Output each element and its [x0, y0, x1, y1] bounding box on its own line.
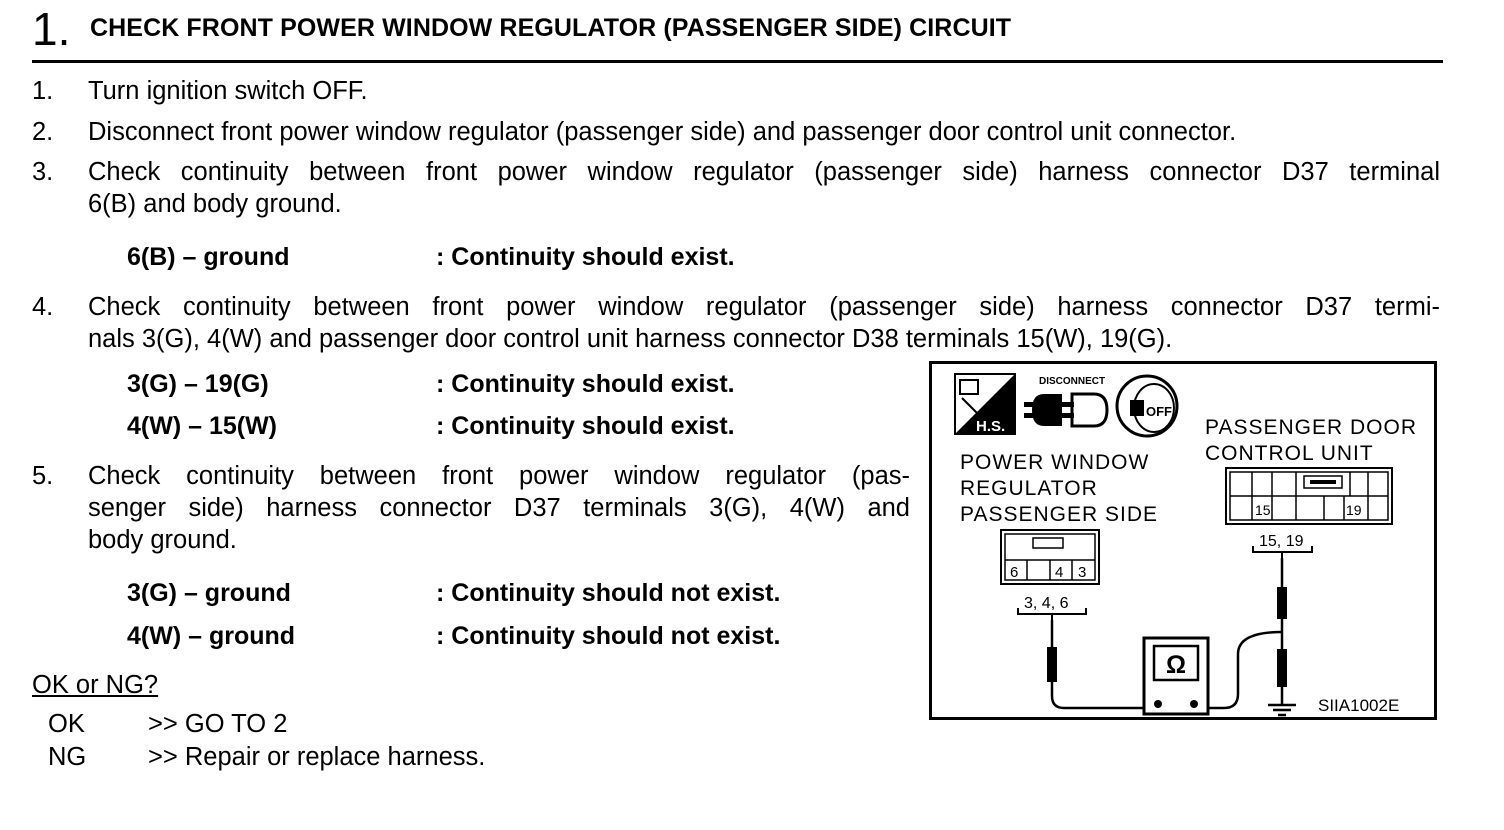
- terminal-label: 15: [1255, 502, 1271, 518]
- spec-term: 4(W) – 15(W): [127, 412, 277, 440]
- harness-side-icon: H.S.: [954, 373, 1016, 435]
- item-text: Check continuity between front power win…: [88, 293, 1440, 321]
- item-text: Turn ignition switch OFF.: [88, 77, 368, 105]
- off-label: OFF: [1146, 404, 1172, 419]
- left-probe-lead: [1047, 620, 1158, 710]
- item-number: 3.: [32, 158, 54, 186]
- decision-question: OK or NG?: [32, 671, 159, 699]
- wiring-diagram-svg: H.S. DISCONNECT OFF POWER WINDOW REGULAT…: [954, 373, 1417, 717]
- right-probe-label: 15, 19: [1259, 533, 1304, 550]
- spec-term: 6(B) – ground: [127, 243, 290, 271]
- right-probe-lead: [1194, 558, 1287, 710]
- terminal-label: 4: [1055, 564, 1063, 581]
- terminal-label: 19: [1346, 502, 1362, 518]
- spec-result: : Continuity should not exist.: [436, 579, 781, 607]
- header-rule: [32, 60, 1443, 63]
- spec-result: : Continuity should not exist.: [436, 622, 781, 650]
- left-connector-title-line: PASSENGER SIDE: [960, 503, 1158, 526]
- item-number: 1.: [32, 77, 54, 105]
- disconnect-icon: DISCONNECT: [1024, 376, 1109, 428]
- hs-label: H.S.: [976, 418, 1005, 435]
- left-probe-bracket: [1017, 608, 1087, 620]
- ng-label: NG: [48, 743, 87, 771]
- step-number: 1.: [32, 3, 71, 55]
- ok-action: >> GO TO 2: [148, 710, 288, 738]
- right-connector-title-line: CONTROL UNIT: [1205, 442, 1374, 465]
- ohm-symbol: Ω: [1166, 651, 1186, 679]
- right-connector: 15 19: [1225, 467, 1393, 525]
- item-number: 2.: [32, 118, 54, 146]
- spec-result: : Continuity should exist.: [436, 412, 735, 440]
- spec-result: : Continuity should exist.: [436, 370, 735, 398]
- item-number: 5.: [32, 462, 54, 490]
- ohmmeter-icon: Ω: [1142, 636, 1210, 716]
- ignition-off-icon: OFF: [1115, 374, 1179, 438]
- ng-action: >> Repair or replace harness.: [148, 743, 486, 771]
- left-connector-title-line: REGULATOR: [960, 477, 1098, 500]
- terminal-label: 3: [1078, 564, 1086, 581]
- item-number: 4.: [32, 293, 54, 321]
- item-text: nals 3(G), 4(W) and passenger door contr…: [88, 325, 1173, 353]
- step-title: CHECK FRONT POWER WINDOW REGULATOR (PASS…: [90, 14, 1012, 42]
- item-text: 6(B) and body ground.: [88, 190, 342, 218]
- item-text: Check continuity between front power win…: [88, 158, 1440, 186]
- item-text: Disconnect front power window regulator …: [88, 118, 1237, 146]
- spec-term: 3(G) – ground: [127, 579, 291, 607]
- left-connector-title-line: POWER WINDOW: [960, 451, 1149, 474]
- item-text: Check continuity between front power win…: [88, 462, 910, 490]
- ground-icon: [1268, 703, 1296, 717]
- right-connector-title-line: PASSENGER DOOR: [1205, 416, 1417, 439]
- spec-term: 3(G) – 19(G): [127, 370, 269, 398]
- wiring-diagram: H.S. DISCONNECT OFF POWER WINDOW REGULAT…: [929, 361, 1437, 720]
- ok-label: OK: [48, 710, 85, 738]
- spec-result: : Continuity should exist.: [436, 243, 735, 271]
- left-probe-label: 3, 4, 6: [1024, 595, 1069, 612]
- spec-term: 4(W) – ground: [127, 622, 296, 650]
- disconnect-label: DISCONNECT: [1039, 376, 1105, 387]
- right-probe-bracket: [1252, 546, 1313, 558]
- item-text: senger side) harness connector D37 termi…: [88, 494, 910, 522]
- terminal-label: 6: [1010, 564, 1018, 581]
- item-text: body ground.: [88, 526, 237, 554]
- left-connector: 6 4 3: [1000, 529, 1100, 585]
- figure-code: SIIA1002E: [1318, 696, 1399, 715]
